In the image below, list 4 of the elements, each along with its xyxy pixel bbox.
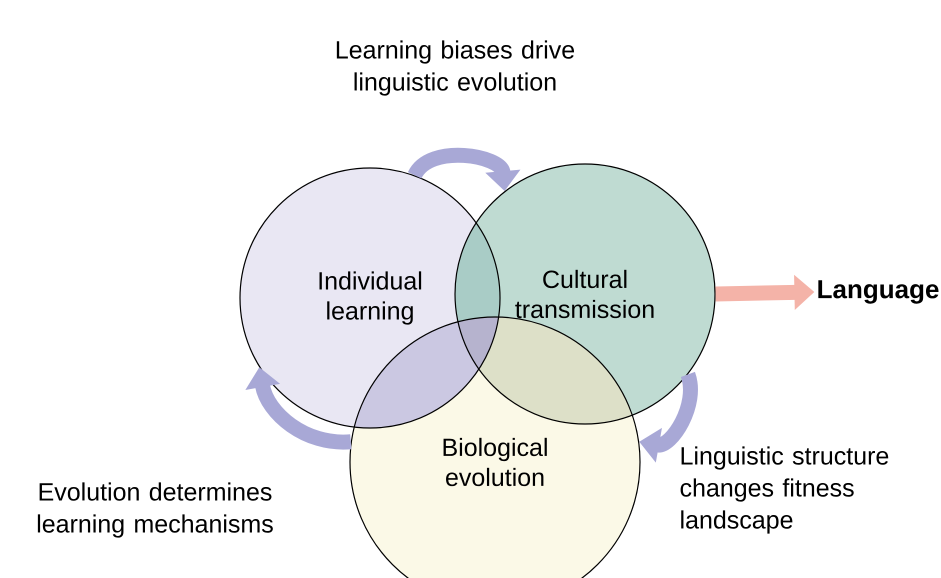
- edge-label: Learning biases drive linguistic evolution: [336, 40, 574, 96]
- edge-label: Evolution determines learning mechanisms: [38, 482, 273, 538]
- label: Language: [818, 280, 939, 304]
- edge-label: Linguistic structure changes fitness landscape: [680, 446, 888, 534]
